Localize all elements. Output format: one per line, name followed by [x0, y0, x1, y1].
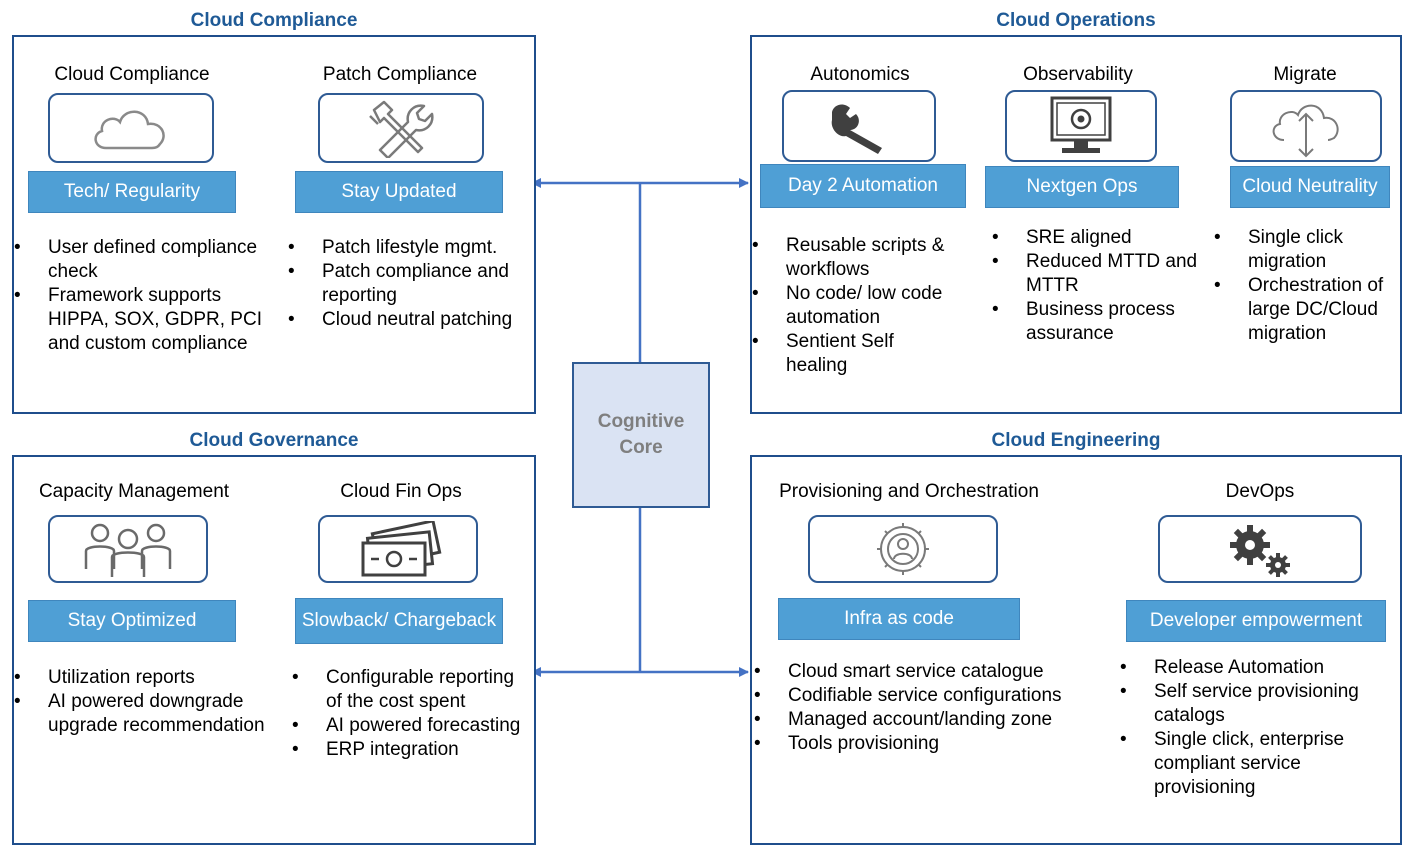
cognitive-core: Cognitive Core — [572, 362, 710, 508]
capacity-banner: Stay Optimized — [28, 600, 236, 642]
list-item: Single click migration — [1212, 226, 1398, 274]
wrench-icon — [831, 104, 882, 154]
list-item: No code/ low code automation — [750, 282, 960, 330]
list-item: Business process assurance — [990, 298, 1200, 346]
governance-title: Cloud Governance — [189, 430, 359, 451]
devops-panel-title: DevOps — [1225, 481, 1295, 502]
observability-panel-title: Observability — [1023, 64, 1133, 85]
people-icon-box — [48, 515, 208, 583]
list-item: Framework supports HIPPA, SOX, GDPR, PCI… — [12, 284, 262, 356]
cloud-icon — [94, 110, 165, 150]
provisioning-bullets: Cloud smart service catalogue Codifiable… — [752, 660, 1102, 756]
list-item: ERP integration — [290, 738, 534, 762]
observability-banner: Nextgen Ops — [985, 166, 1179, 208]
monitor-icon-box — [1005, 90, 1157, 162]
migrate-bullets: Single click migration Orchestration of … — [1212, 226, 1398, 346]
list-item: AI powered downgrade upgrade recommendat… — [12, 690, 268, 738]
operations-title: Cloud Operations — [996, 10, 1156, 31]
provisioning-banner: Infra as code — [778, 598, 1020, 640]
list-item: Cloud neutral patching — [286, 308, 534, 332]
migrate-panel-title: Migrate — [1273, 64, 1337, 85]
list-item: SRE aligned — [990, 226, 1200, 250]
patch-banner: Stay Updated — [295, 171, 503, 213]
capacity-bullets: Utilization reports AI powered downgrade… — [12, 666, 268, 738]
money-icon-box — [318, 515, 478, 583]
list-item: Managed account/landing zone — [752, 708, 1102, 732]
list-item: Configurable reporting of the cost spent — [290, 666, 534, 714]
patch-bullets: Patch lifestyle mgmt. Patch compliance a… — [286, 236, 534, 332]
people-icon — [84, 523, 172, 577]
compliance-panel-title: Cloud Compliance — [54, 64, 210, 85]
list-item: Self service provisioning catalogs — [1118, 680, 1398, 728]
list-item: Patch compliance and reporting — [286, 260, 534, 308]
provisioning-panel-title: Provisioning and Orchestration — [779, 481, 1039, 502]
patch-panel-title: Patch Compliance — [322, 64, 478, 85]
tools-icon-box — [318, 93, 484, 163]
core-label-line2: Core — [619, 437, 663, 458]
list-item: Single click, enterprise compliant servi… — [1118, 728, 1398, 800]
compliance-title: Cloud Compliance — [190, 10, 358, 31]
autonomics-banner: Day 2 Automation — [760, 164, 966, 208]
monitor-icon — [1050, 96, 1112, 153]
engineering-title: Cloud Engineering — [991, 430, 1161, 451]
cloud-transfer-icon-box — [1230, 90, 1382, 162]
list-item: Utilization reports — [12, 666, 268, 690]
compliance-banner: Tech/ Regularity — [28, 171, 236, 213]
core-label-line1: Cognitive — [597, 411, 685, 432]
tools-icon — [369, 100, 434, 158]
list-item: Orchestration of large DC/Cloud migratio… — [1212, 274, 1398, 346]
compliance-section — [12, 35, 536, 414]
list-item: Codifiable service configurations — [752, 684, 1102, 708]
list-item: AI powered forecasting — [290, 714, 534, 738]
gears-icon-box — [1158, 515, 1362, 583]
finops-bullets: Configurable reporting of the cost spent… — [290, 666, 534, 762]
wrench-icon-box — [782, 90, 936, 162]
money-icon — [361, 521, 442, 577]
list-item: Cloud smart service catalogue — [752, 660, 1102, 684]
gear-person-icon — [877, 523, 929, 575]
list-item: Tools provisioning — [752, 732, 1102, 756]
list-item: Release Automation — [1118, 656, 1398, 680]
governance-section — [12, 455, 536, 845]
capacity-panel-title: Capacity Management — [38, 481, 230, 502]
cloud-icon-box — [48, 93, 214, 163]
gears-icon — [1230, 525, 1290, 577]
list-item: Sentient Self healing — [750, 330, 960, 378]
cloud-transfer-icon — [1272, 104, 1339, 158]
migrate-banner: Cloud Neutrality — [1230, 166, 1390, 208]
compliance-bullets: User defined compliance check Framework … — [12, 236, 262, 356]
observability-bullets: SRE aligned Reduced MTTD and MTTR Busine… — [990, 226, 1200, 346]
autonomics-panel-title: Autonomics — [810, 64, 910, 85]
autonomics-bullets: Reusable scripts & workflows No code/ lo… — [750, 234, 960, 378]
finops-panel-title: Cloud Fin Ops — [340, 481, 462, 502]
list-item: User defined compliance check — [12, 236, 262, 284]
finops-banner: Slowback/ Chargeback — [295, 598, 503, 644]
devops-bullets: Release Automation Self service provisio… — [1118, 656, 1398, 800]
list-item: Reduced MTTD and MTTR — [990, 250, 1200, 298]
gear-person-icon-box — [808, 515, 998, 583]
list-item: Reusable scripts & workflows — [750, 234, 960, 282]
list-item: Patch lifestyle mgmt. — [286, 236, 534, 260]
devops-banner: Developer empowerment — [1126, 600, 1386, 642]
